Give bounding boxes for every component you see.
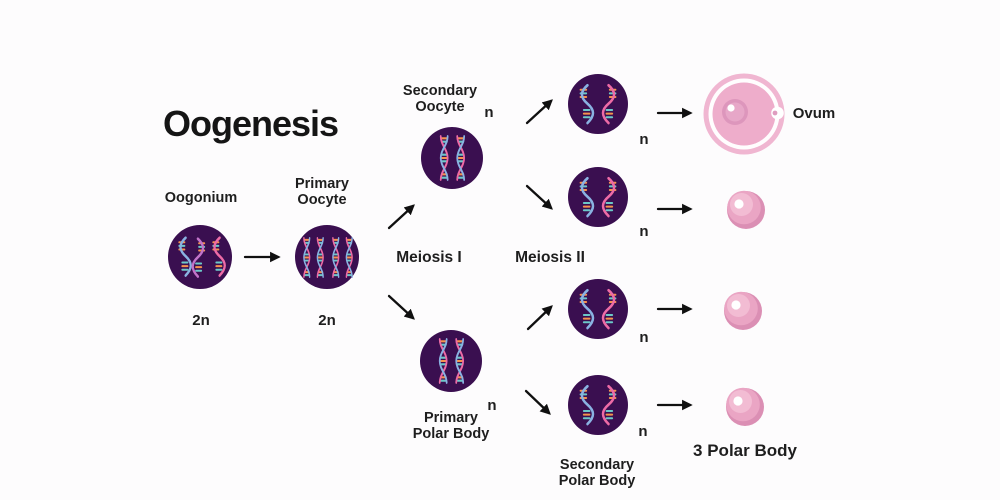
haploid-label-4: n	[638, 423, 648, 440]
secondary-oocyte-label: Secondary Oocyte	[402, 83, 478, 115]
ovum-cell	[703, 73, 785, 155]
arrow-meiosis2-down-2	[524, 389, 551, 415]
arrow-meiosis2-down-1	[525, 184, 553, 210]
polar-body-count-label: 3 Polar Body	[693, 441, 797, 460]
ovum-polar-notch	[771, 106, 784, 120]
primary-oocyte-label-line2: Oocyte	[297, 191, 347, 208]
primary-oocyte-label-line1: Primary	[294, 176, 350, 192]
oogonium-ploidy: 2n	[192, 312, 210, 329]
haploid-label-2: n	[639, 223, 649, 240]
primary-polar-body-label: Primary Polar Body	[412, 410, 490, 442]
primary-oocyte-label: Primary Oocyte	[294, 176, 350, 208]
meiosis2-cell-4	[568, 375, 628, 435]
ovum-label: Ovum	[792, 105, 836, 122]
secondary-oocyte-ploidy: n	[484, 104, 494, 121]
haploid-label-1: n	[639, 131, 649, 148]
primary-polar-body-ploidy: n	[487, 397, 497, 414]
secondary-polar-body-label: Secondary Polar Body	[558, 457, 636, 489]
primary-oocyte-cell	[295, 225, 359, 289]
meiosis2-cell-2	[568, 167, 628, 227]
oogonium-label-line: Oogonium	[164, 190, 238, 206]
meiosis2-cell-1	[568, 74, 628, 134]
meiosis2-cell-3	[568, 279, 628, 339]
secondary-oocyte-cell	[421, 127, 483, 189]
primary-oocyte-ploidy: 2n	[318, 312, 336, 329]
primary-polar-body-cell	[420, 330, 482, 392]
secondary-polar-body-label-line1: Secondary	[559, 457, 635, 473]
oogonium-label: Oogonium	[164, 190, 238, 207]
polar-body-1	[727, 190, 765, 229]
arrow-meiosis2-up-2	[526, 305, 553, 331]
flow-arrows	[243, 99, 693, 415]
haploid-label-3: n	[639, 329, 649, 346]
primary-polar-body-label-line1: Primary	[423, 410, 479, 426]
meiosis-1-label: Meiosis I	[396, 249, 462, 266]
primary-polar-body-label-line2: Polar Body	[412, 425, 490, 442]
meiosis-2-label: Meiosis II	[515, 249, 585, 266]
polar-body-2	[724, 291, 762, 330]
secondary-oocyte-label-line1: Secondary	[402, 83, 478, 99]
ovum-nucleus	[722, 99, 748, 125]
oogonium-cell	[168, 225, 232, 289]
arrow-meiosis1-up	[387, 204, 415, 230]
secondary-polar-body-label-line2: Polar Body	[558, 472, 636, 489]
arrow-meiosis2-up-1	[525, 99, 553, 125]
arrow-meiosis1-down	[387, 294, 415, 320]
page-title: Oogenesis	[163, 103, 339, 144]
polar-body-3	[726, 387, 764, 426]
secondary-oocyte-label-line2: Oocyte	[415, 98, 465, 115]
